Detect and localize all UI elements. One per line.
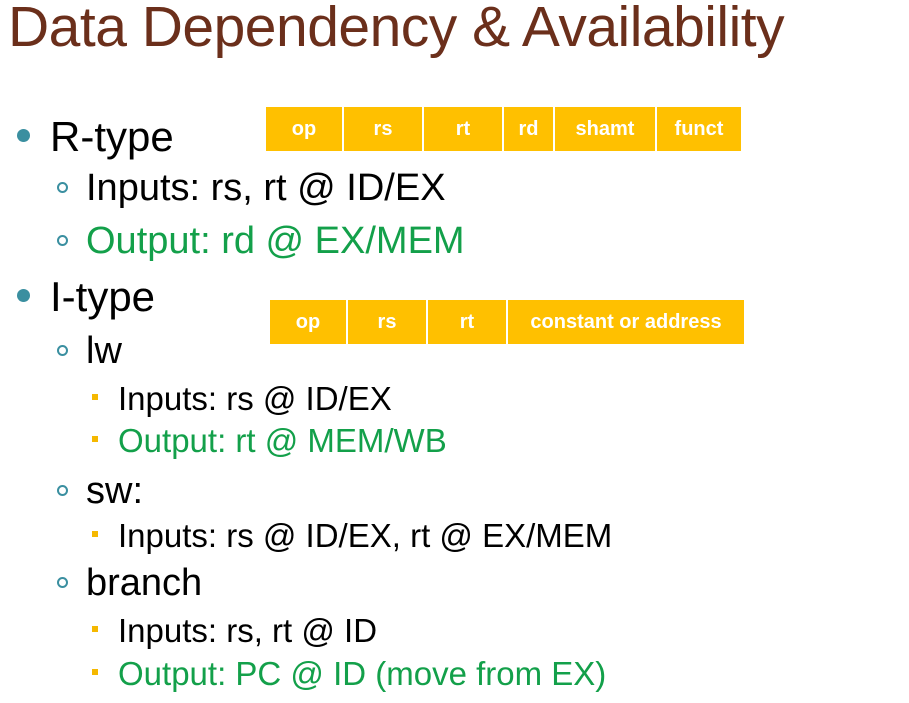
bullet-ring-icon: [57, 182, 68, 193]
itype-heading: I-type: [50, 273, 156, 320]
bullet-ring-icon: [57, 485, 68, 496]
rtype-field-rs: rs: [344, 107, 424, 151]
bullet-square-icon: [92, 531, 98, 537]
lw-output: Output: rt @ MEM/WB: [118, 422, 447, 459]
bullet-dot-icon: [17, 289, 30, 302]
bullet-square-icon: [92, 394, 98, 400]
itype-field-constant: constant or address: [508, 300, 744, 344]
itype-format-table: op rs rt constant or address: [270, 300, 744, 344]
branch-label: branch: [86, 562, 203, 604]
itype-field-rt: rt: [428, 300, 508, 344]
sw-label: sw:: [86, 470, 143, 512]
rtype-field-rd: rd: [504, 107, 555, 151]
rtype-field-shamt: shamt: [555, 107, 657, 151]
bullet-ring-icon: [57, 577, 68, 588]
sw-inputs: Inputs: rs @ ID/EX, rt @ EX/MEM: [118, 517, 613, 554]
rtype-output: Output: rd @ EX/MEM: [86, 220, 465, 262]
rtype-heading: R-type: [50, 113, 174, 160]
rtype-field-rt: rt: [424, 107, 504, 151]
lw-label: lw: [86, 330, 122, 372]
rtype-inputs: Inputs: rs, rt @ ID/EX: [86, 167, 446, 209]
bullet-ring-icon: [57, 235, 68, 246]
slide-title: Data Dependency & Availability: [8, 0, 785, 59]
branch-output: Output: PC @ ID (move from EX): [118, 655, 607, 692]
branch-inputs: Inputs: rs, rt @ ID: [118, 612, 378, 649]
rtype-format-table: op rs rt rd shamt funct: [266, 107, 741, 151]
bullet-square-icon: [92, 626, 98, 632]
bullet-square-icon: [92, 669, 98, 675]
itype-field-rs: rs: [348, 300, 428, 344]
bullet-ring-icon: [57, 345, 68, 356]
bullet-square-icon: [92, 436, 98, 442]
lw-inputs: Inputs: rs @ ID/EX: [118, 380, 392, 417]
rtype-field-op: op: [266, 107, 344, 151]
itype-field-op: op: [270, 300, 348, 344]
rtype-field-funct: funct: [657, 107, 741, 151]
bullet-dot-icon: [17, 129, 30, 142]
